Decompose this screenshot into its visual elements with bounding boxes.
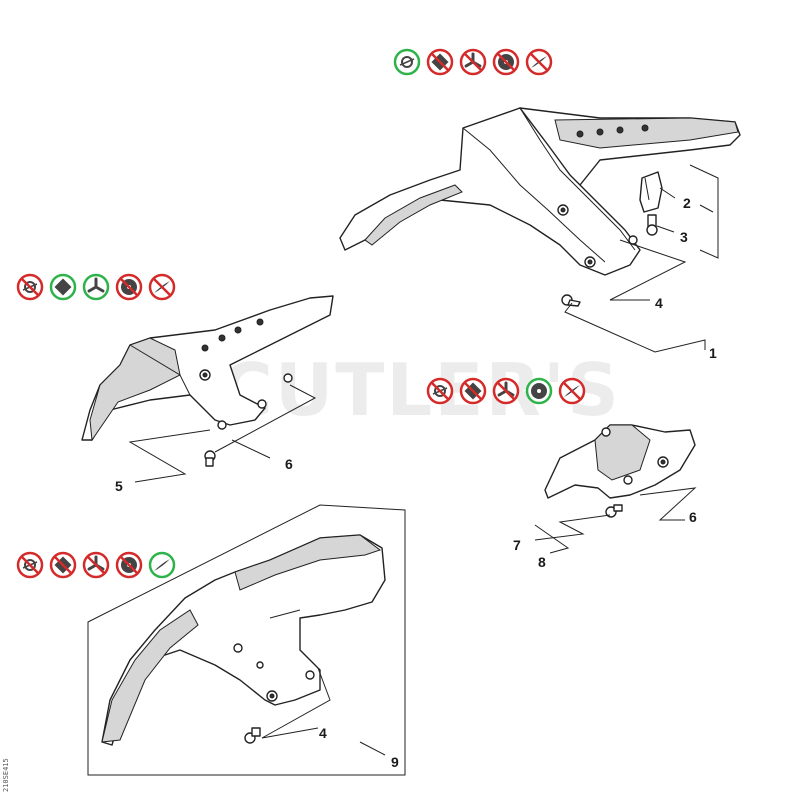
callout-5: 5	[115, 478, 123, 494]
callout-6-left: 6	[285, 456, 293, 472]
callout-4-bottom: 4	[319, 725, 327, 741]
callout-6-right: 6	[689, 509, 697, 525]
saw-blade-icon-prohibited	[115, 551, 143, 579]
polycut-head-icon-prohibited	[426, 48, 454, 76]
guard-bracket	[639, 171, 663, 213]
screw-part-4-top	[561, 294, 581, 307]
saw-blade-icon-prohibited	[492, 48, 520, 76]
saw-blade-icon-allowed	[525, 377, 553, 405]
deflector-bracket-middle	[544, 424, 696, 499]
polycut-head-icon-prohibited	[459, 377, 487, 405]
line-head-icon-allowed	[393, 48, 421, 76]
three-blade-icon-prohibited	[492, 377, 520, 405]
callout-8: 8	[538, 554, 546, 570]
saw-blade-icon-prohibited	[115, 273, 143, 301]
polycut-head-icon-allowed	[49, 273, 77, 301]
three-blade-icon-prohibited	[459, 48, 487, 76]
three-blade-icon-allowed	[82, 273, 110, 301]
two-blade-icon-allowed	[148, 551, 176, 579]
nut-part-6-left	[283, 373, 293, 383]
deflector-guard-left	[81, 295, 334, 442]
callout-9: 9	[391, 754, 399, 770]
two-blade-icon-prohibited	[148, 273, 176, 301]
part-9-frame	[87, 504, 406, 776]
line-head-icon-prohibited	[426, 377, 454, 405]
watermark: CUTLER'S	[220, 348, 621, 432]
screw-part-5	[204, 450, 216, 467]
callout-7: 7	[513, 537, 521, 553]
line-head-icon-prohibited	[16, 273, 44, 301]
tool-icon-row-top	[393, 48, 553, 76]
three-blade-icon-prohibited	[82, 551, 110, 579]
callout-4-top: 4	[655, 295, 663, 311]
deflector-guard-top	[339, 107, 741, 276]
polycut-head-icon-prohibited	[49, 551, 77, 579]
callout-2: 2	[683, 195, 691, 211]
tool-icon-row-left	[16, 273, 176, 301]
screw-part-3	[646, 214, 658, 236]
two-blade-icon-prohibited	[558, 377, 586, 405]
screw-part-8	[605, 504, 623, 518]
callout-3: 3	[680, 229, 688, 245]
tool-icon-row-bottom	[16, 551, 176, 579]
two-blade-icon-prohibited	[525, 48, 553, 76]
drawing-code: 210SE415	[2, 758, 10, 792]
deflector-guard-bottom	[101, 534, 386, 746]
tool-icon-row-middle	[426, 377, 586, 405]
screw-part-4-bottom	[244, 727, 261, 744]
callout-1: 1	[709, 345, 717, 361]
line-head-icon-prohibited	[16, 551, 44, 579]
